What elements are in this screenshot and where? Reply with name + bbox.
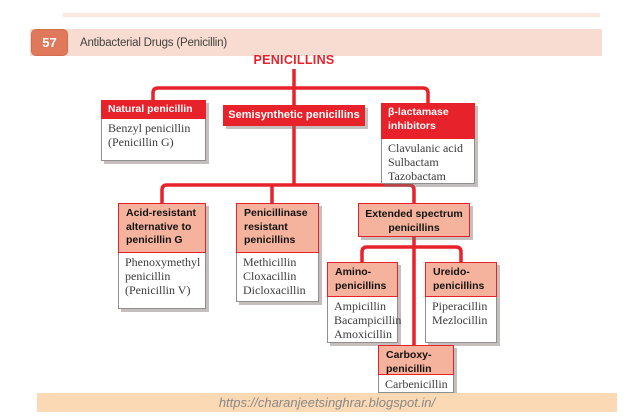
node-penicillinase-resistant-body: Methicillin Cloxacillin Dicloxacillin bbox=[236, 253, 319, 302]
drug-name: Methicillin bbox=[243, 255, 297, 269]
drug-name: Carbenicillin bbox=[385, 377, 448, 391]
node-natural-penicillin-body: Benzyl penicillin (Penicillin G) bbox=[101, 119, 206, 161]
drug-name: (Penicillin V) bbox=[125, 282, 191, 297]
drug-name: Amoxicillin bbox=[334, 326, 392, 341]
drug-name: Cloxacillin bbox=[243, 268, 297, 283]
node-ureido-penicillins-header: Ureido-penicillins bbox=[425, 262, 497, 297]
node-carboxy-penicillin-body: Carbenicillin bbox=[378, 375, 454, 393]
drug-name: Clavulanic acid bbox=[388, 141, 463, 155]
node-extended-spectrum: Extended spectrum penicillins bbox=[358, 203, 470, 237]
node-natural-penicillin-header: Natural penicillin bbox=[101, 100, 206, 119]
drug-name: Ampicillin bbox=[334, 299, 386, 313]
drug-name: Sulbactam bbox=[388, 154, 439, 169]
drug-name: Piperacillin bbox=[432, 299, 488, 313]
node-penicillinase-resistant-header: Penicillinase resistant penicillins bbox=[236, 203, 319, 253]
drug-name: Tazobactam bbox=[388, 168, 446, 183]
node-amino-penicillins-body: Ampicillin Bacampicillin Amoxicillin bbox=[327, 297, 402, 343]
drug-name: Dicloxacillin bbox=[243, 282, 306, 297]
drug-name: Bacampicillin bbox=[334, 312, 402, 327]
node-ureido-penicillins-body: Piperacillin Mezlocillin bbox=[425, 297, 497, 343]
node-natural-penicillin: Natural penicillin Benzyl penicillin (Pe… bbox=[101, 100, 206, 161]
node-acid-resistant: Acid-resistant alternative to penicillin… bbox=[118, 203, 206, 309]
node-beta-lactamase-inhibitors: β-lactamase inhibitors Clavulanic acid S… bbox=[381, 103, 475, 184]
slide-number-badge: 57 bbox=[31, 29, 68, 56]
node-extended-spectrum-header: Extended spectrum penicillins bbox=[358, 203, 470, 237]
node-carboxy-penicillin-header: Carboxy-penicillin bbox=[378, 345, 454, 375]
top-accent-strip bbox=[63, 13, 600, 17]
drug-name: (Penicillin G) bbox=[108, 134, 174, 149]
footer-bar bbox=[37, 393, 617, 412]
drug-name: Benzyl penicillin bbox=[108, 121, 191, 135]
node-ureido-penicillins: Ureido-penicillins Piperacillin Mezlocil… bbox=[425, 262, 497, 343]
slide-title: Antibacterial Drugs (Penicillin) bbox=[80, 36, 227, 49]
node-semisynthetic-penicillins: Semisynthetic penicillins bbox=[223, 105, 365, 126]
node-penicillinase-resistant: Penicillinase resistant penicillins Meth… bbox=[236, 203, 319, 302]
header-bar bbox=[30, 29, 602, 56]
drug-name: Phenoxymethyl penicillin bbox=[125, 255, 201, 283]
node-acid-resistant-header: Acid-resistant alternative to penicillin… bbox=[118, 203, 206, 253]
node-semisynthetic-penicillins-header: Semisynthetic penicillins bbox=[223, 105, 365, 126]
footer-url-link[interactable]: https://charanjeetsinghrar.blogspot.in/ bbox=[218, 395, 436, 410]
node-amino-penicillins-header: Amino-penicillins bbox=[327, 262, 398, 297]
node-beta-lactamase-inhibitors-body: Clavulanic acid Sulbactam Tazobactam bbox=[381, 139, 475, 184]
diagram-title: PENICILLINS bbox=[253, 53, 335, 67]
drug-name: Mezlocillin bbox=[432, 312, 488, 327]
node-amino-penicillins: Amino-penicillins Ampicillin Bacampicill… bbox=[327, 262, 402, 343]
node-beta-lactamase-inhibitors-header: β-lactamase inhibitors bbox=[381, 103, 475, 139]
node-acid-resistant-body: Phenoxymethyl penicillin (Penicillin V) bbox=[118, 253, 206, 309]
node-carboxy-penicillin: Carboxy-penicillin Carbenicillin bbox=[378, 345, 454, 393]
